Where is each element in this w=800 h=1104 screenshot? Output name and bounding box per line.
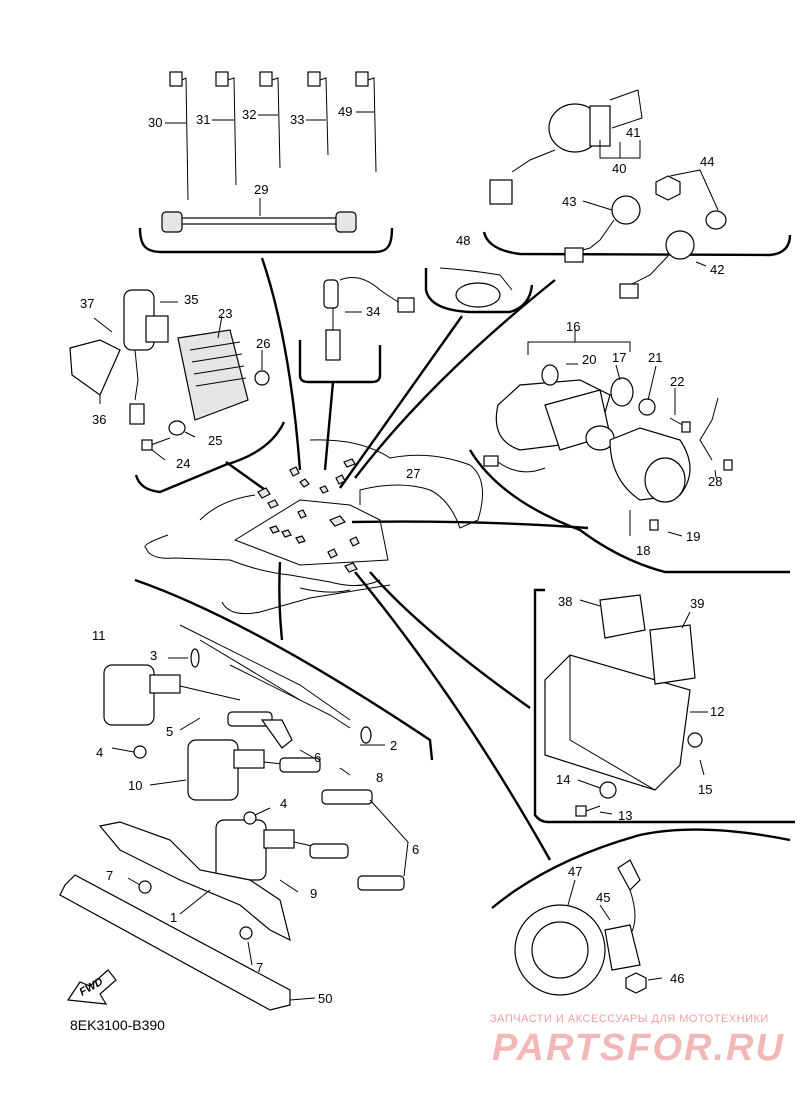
callout-12: 12 — [710, 704, 724, 719]
callout-numbers: 30 31 32 33 49 29 41 40 44 43 42 48 34 3… — [80, 104, 724, 1006]
callout-47: 47 — [568, 864, 582, 879]
callout-28: 28 — [708, 474, 722, 489]
callout-7a: 7 — [106, 868, 113, 883]
callout-6a: 6 — [314, 750, 321, 765]
callout-11: 11 — [92, 628, 106, 643]
callout-48: 48 — [456, 233, 470, 248]
callout-19: 19 — [686, 529, 700, 544]
callout-9: 9 — [310, 886, 317, 901]
callout-20: 20 — [582, 352, 596, 367]
callout-10: 10 — [128, 778, 142, 793]
callout-5: 5 — [166, 724, 173, 739]
callout-25: 25 — [208, 433, 222, 448]
callout-18: 18 — [636, 543, 650, 558]
callout-37: 37 — [80, 296, 94, 311]
callout-23: 23 — [218, 306, 232, 321]
callout-14: 14 — [556, 772, 570, 787]
callout-39: 39 — [690, 596, 704, 611]
leader-lines — [225, 257, 589, 861]
callout-31: 31 — [196, 112, 210, 127]
callout-35: 35 — [184, 292, 198, 307]
callout-36: 36 — [92, 412, 106, 427]
wire-leads-group — [161, 71, 377, 233]
snowmobile-chassis — [144, 439, 483, 615]
pickup-group — [514, 859, 663, 996]
callout-49: 49 — [338, 104, 352, 119]
callout-41: 41 — [626, 125, 640, 140]
watermark-brand: PARTSFOR.RU — [492, 1027, 785, 1069]
watermark-tagline: ЗАПЧАСТИ И АКСЕССУАРЫ ДЛЯ МОТОТЕХНИКИ — [490, 1013, 769, 1025]
callout-1: 1 — [170, 910, 177, 925]
callout-42: 42 — [710, 262, 724, 277]
ignition-coils — [59, 624, 409, 1011]
callout-33: 33 — [290, 112, 304, 127]
callout-17: 17 — [612, 350, 626, 365]
callout-45: 45 — [596, 890, 610, 905]
section-frames — [134, 227, 795, 909]
callout-40: 40 — [612, 161, 626, 176]
callout-46: 46 — [670, 971, 684, 986]
callout-43: 43 — [562, 194, 576, 209]
callout-30: 30 — [148, 115, 162, 130]
callout-50: 50 — [318, 991, 332, 1006]
callout-27: 27 — [406, 466, 420, 481]
callout-38: 38 — [558, 594, 572, 609]
diagram-code: 8EK3100-B390 — [70, 1017, 165, 1033]
callout-4b: 4 — [280, 796, 287, 811]
callout-2: 2 — [390, 738, 397, 753]
forward-direction-arrow: FWD — [66, 969, 117, 1005]
cdi-group — [544, 594, 708, 817]
callout-13: 13 — [618, 808, 632, 823]
switch-group — [489, 89, 727, 299]
callout-7b: 7 — [256, 960, 263, 975]
callout-6b: 6 — [412, 842, 419, 857]
callout-26: 26 — [256, 336, 270, 351]
callout-15: 15 — [698, 782, 712, 797]
callout-29: 29 — [254, 182, 268, 197]
callout-34: 34 — [366, 304, 380, 319]
callout-32: 32 — [242, 107, 256, 122]
callout-24: 24 — [176, 456, 190, 471]
regulator-group — [69, 289, 270, 461]
callout-22: 22 — [670, 374, 684, 389]
small-harness-group — [323, 267, 513, 361]
callout-16: 16 — [566, 319, 580, 334]
callout-21: 21 — [648, 350, 662, 365]
motor-assembly — [483, 330, 733, 537]
callout-3: 3 — [150, 648, 157, 663]
callout-4a: 4 — [96, 745, 103, 760]
callout-8: 8 — [376, 770, 383, 785]
callout-44: 44 — [700, 154, 714, 169]
